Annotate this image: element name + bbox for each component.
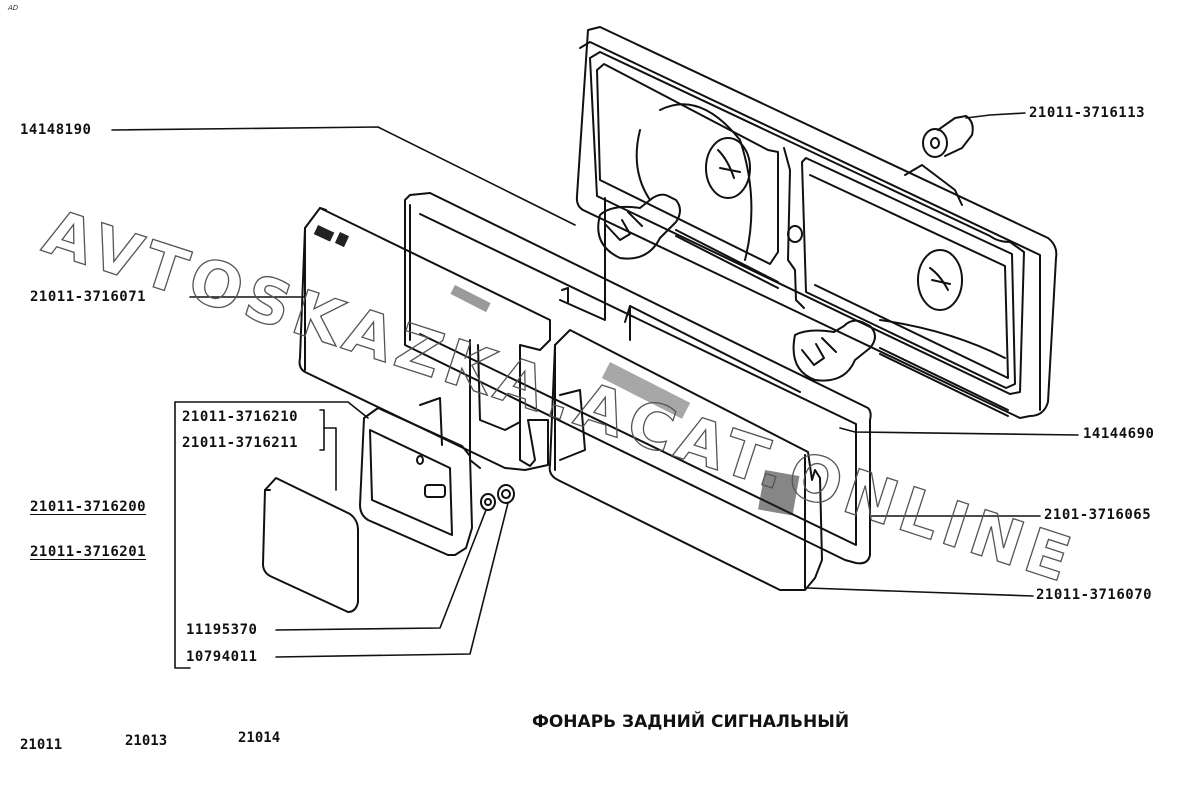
bulb-upper bbox=[597, 193, 681, 260]
license-plate-light-housing bbox=[359, 397, 473, 556]
part-label-21011-3716113[interactable]: 21011-3716113 bbox=[1029, 105, 1146, 121]
housing-with-reflectors bbox=[575, 26, 1058, 419]
diagram-title: ФОНАРЬ ЗАДНИЙ СИГНАЛЬНЫЙ bbox=[532, 712, 850, 732]
part-label-2101-3716065[interactable]: 2101-3716065 bbox=[1044, 507, 1152, 523]
part-label-10794011[interactable]: 10794011 bbox=[186, 649, 258, 665]
lens-right bbox=[548, 329, 823, 591]
nut bbox=[497, 484, 515, 504]
model-21014: 21014 bbox=[238, 730, 281, 746]
washer bbox=[480, 493, 496, 511]
gasket-seal bbox=[404, 192, 872, 565]
license-plate-light-lens bbox=[262, 477, 359, 613]
bulb-lower bbox=[792, 319, 876, 382]
part-label-21011-3716070[interactable]: 21011-3716070 bbox=[1036, 587, 1153, 603]
part-label-14144690[interactable]: 14144690 bbox=[1083, 426, 1155, 442]
model-21011: 21011 bbox=[20, 737, 63, 753]
part-label-21011-3716071[interactable]: 21011-3716071 bbox=[30, 289, 147, 305]
part-label-21011-3716211[interactable]: 21011-3716211 bbox=[182, 435, 299, 451]
leader-lines bbox=[111, 112, 1079, 669]
part-label-21011-3716200[interactable]: 21011-3716200 bbox=[30, 499, 147, 515]
shading-texture bbox=[313, 225, 800, 516]
part-label-14148190[interactable]: 14148190 bbox=[20, 122, 92, 138]
part-label-21011-3716210[interactable]: 21011-3716210 bbox=[182, 409, 299, 425]
part-label-11195370[interactable]: 11195370 bbox=[186, 622, 258, 638]
part-label-21011-3716201[interactable]: 21011-3716201 bbox=[30, 544, 147, 560]
model-21013: 21013 bbox=[125, 733, 168, 749]
corner-mark: AD bbox=[8, 4, 19, 12]
bulb-socket-small bbox=[922, 115, 974, 158]
